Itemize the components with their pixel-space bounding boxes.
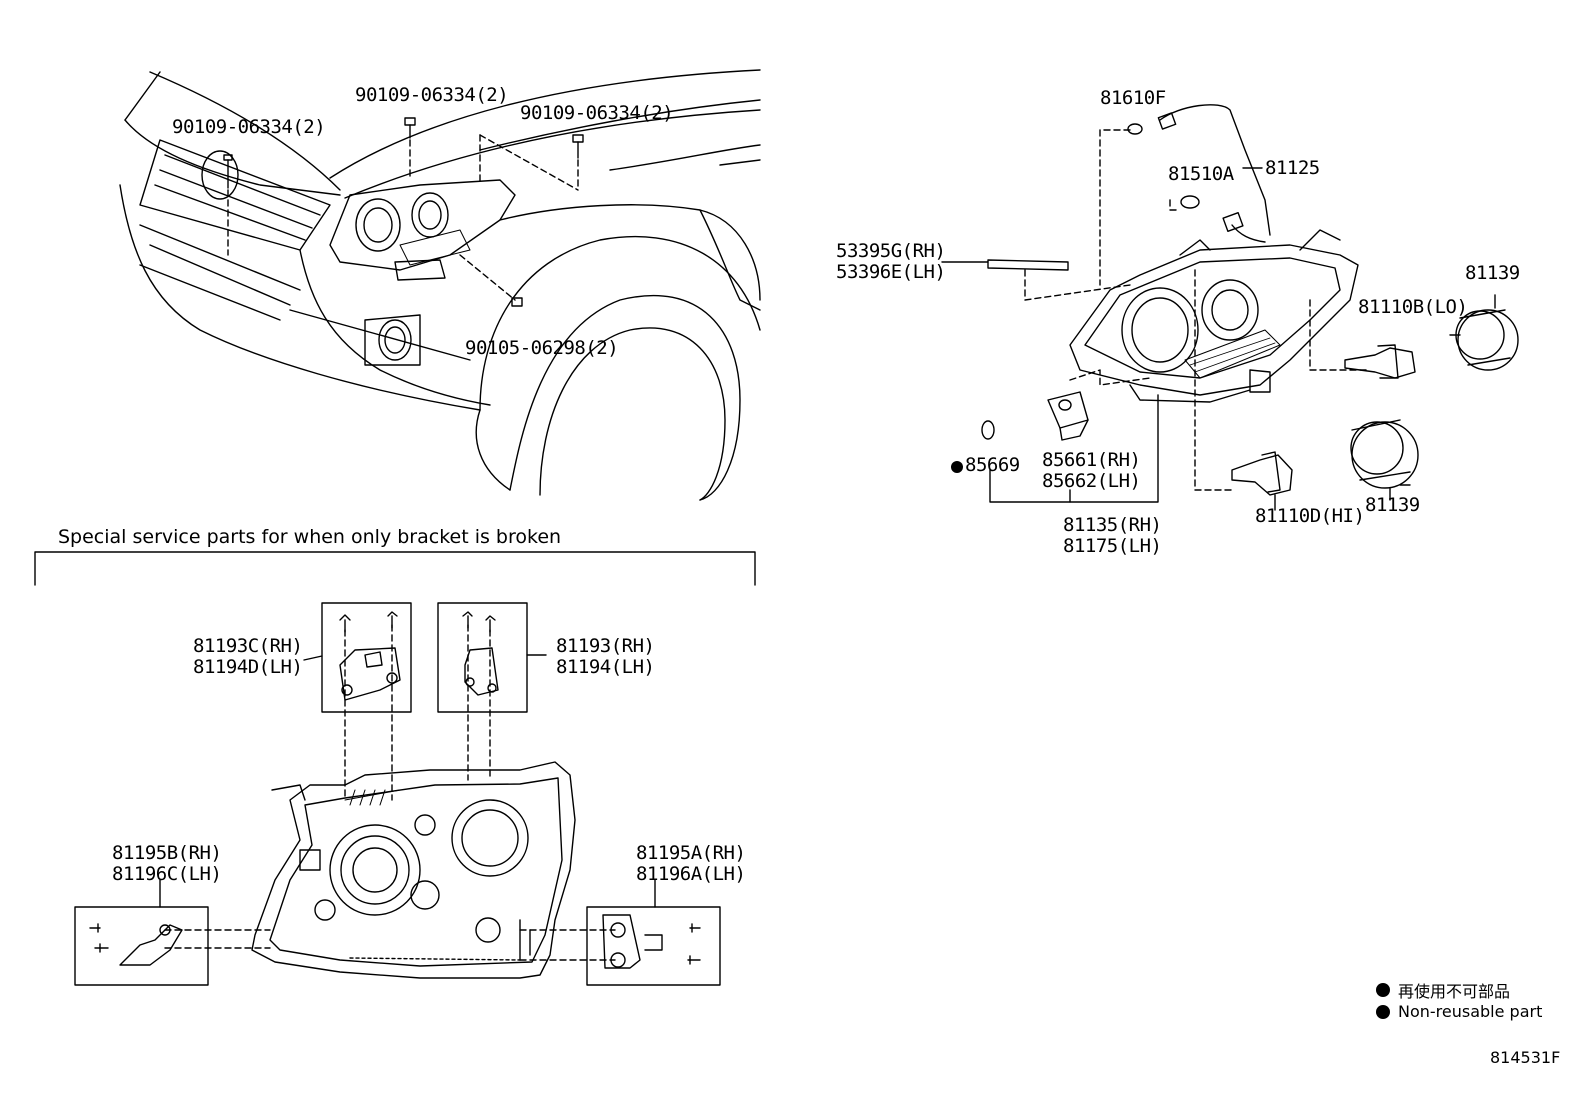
part-number-label: 53396E(LH) bbox=[836, 261, 946, 283]
part-number-label: 81139 bbox=[1365, 494, 1420, 516]
part-number-label: 81195B(RH) bbox=[112, 842, 222, 864]
part-number-label: 81110D(HI) bbox=[1255, 505, 1365, 527]
part-number-label: 81510A bbox=[1168, 163, 1234, 185]
part-number-label: 90105-06298(2) bbox=[465, 337, 619, 359]
part-number-label: 53395G(RH) bbox=[836, 240, 946, 262]
part-number-label: 90109-06334(2) bbox=[172, 116, 326, 138]
part-number-label: 81139 bbox=[1465, 262, 1520, 284]
part-number-label: 81196C(LH) bbox=[112, 863, 222, 885]
o-ring-icon bbox=[981, 420, 995, 440]
non-reusable-dot-icon bbox=[951, 461, 963, 473]
bolt-icon bbox=[511, 297, 523, 307]
bracket-box-81193 bbox=[437, 602, 547, 713]
bolt-icon bbox=[404, 117, 416, 139]
headlamp-exploded-illustration bbox=[941, 104, 1519, 511]
non-reusable-dot-icon bbox=[1376, 1004, 1390, 1019]
bracket-box-81195A bbox=[586, 879, 721, 986]
dust-cap-icon bbox=[1455, 309, 1519, 371]
bulb-icon bbox=[1180, 195, 1200, 209]
part-number-label: 81175(LH) bbox=[1063, 535, 1162, 557]
headlamp-rear-illustration bbox=[164, 624, 616, 979]
bolt-icon bbox=[223, 154, 233, 189]
part-number-label: 85662(LH) bbox=[1042, 470, 1141, 492]
bracket-box-81193C bbox=[303, 602, 412, 713]
lo-bulb-icon bbox=[1344, 344, 1416, 379]
part-number-label: 81193(RH) bbox=[556, 635, 655, 657]
part-number-label: 85669 bbox=[965, 454, 1020, 476]
hi-bulb-icon bbox=[1231, 451, 1293, 496]
legend-en-text: Non-reusable part bbox=[1398, 1002, 1543, 1021]
part-number-label: 81110B(LO) bbox=[1358, 296, 1468, 318]
bracket-box-81195B bbox=[74, 879, 209, 986]
bolt-icon bbox=[572, 134, 584, 159]
legend-jp: 再使用不可部品 bbox=[1376, 978, 1510, 1002]
part-number-label: 81195A(RH) bbox=[636, 842, 746, 864]
part-number-label: 81610F bbox=[1100, 87, 1166, 109]
part-number-label: 81194(LH) bbox=[556, 656, 655, 678]
part-number-label: 81196A(LH) bbox=[636, 863, 746, 885]
part-number-label: 81135(RH) bbox=[1063, 514, 1162, 536]
leveling-actuator-icon bbox=[1047, 391, 1089, 441]
part-number-label: 81193C(RH) bbox=[193, 635, 303, 657]
figure-number: 814531F bbox=[1490, 1048, 1561, 1067]
part-number-label: 81125 bbox=[1265, 157, 1320, 179]
part-number-label: 85661(RH) bbox=[1042, 449, 1141, 471]
vehicle-front-illustration bbox=[119, 69, 761, 501]
bulb-icon bbox=[1127, 123, 1143, 135]
dust-cap-icon bbox=[1350, 419, 1419, 489]
part-number-label: 90109-06334(2) bbox=[520, 102, 674, 124]
bracket-section-frame bbox=[34, 551, 756, 586]
part-number-label: 90109-06334(2) bbox=[355, 84, 509, 106]
section-caption: Special service parts for when only brac… bbox=[58, 526, 562, 548]
non-reusable-dot-icon bbox=[1376, 983, 1390, 997]
legend-jp-text: 再使用不可部品 bbox=[1398, 982, 1511, 1001]
part-number-label: 81194D(LH) bbox=[193, 656, 303, 678]
legend-en: Non-reusable part bbox=[1376, 1002, 1542, 1021]
